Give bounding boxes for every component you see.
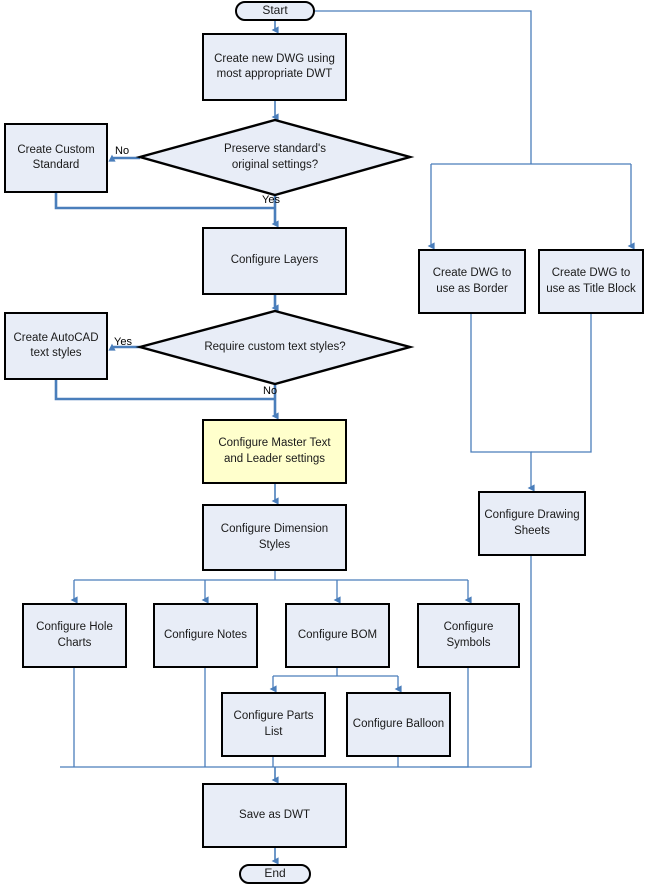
node-configure-master-text[interactable]: Configure Master Text and Leader setting…	[202, 419, 347, 484]
node-start[interactable]: Start	[235, 1, 315, 21]
node-configure-symbols[interactable]: Configure Symbols	[417, 603, 520, 668]
node-decision-custom-text-styles[interactable]: Require custom text styles?	[140, 311, 410, 384]
edge-label-no-text-styles: No	[263, 385, 278, 397]
node-configure-balloon-label: Configure Balloon	[352, 717, 445, 730]
node-configure-balloon[interactable]: Configure Balloon	[346, 692, 451, 757]
node-save-as-dwt-label: Save as DWT	[239, 808, 310, 821]
node-configure-notes-label: Configure Notes	[163, 628, 248, 641]
node-create-dwg-title-block-label: Create DWG to use as Title Block	[546, 267, 636, 295]
node-configure-layers[interactable]: Configure Layers	[202, 227, 347, 295]
node-configure-layers-label: Configure Layers	[230, 254, 319, 267]
node-configure-drawing-sheets-label: Configure Drawing Sheets	[484, 509, 580, 537]
node-decision-preserve-standard-label: Preserve standard's original settings?	[224, 143, 326, 171]
node-configure-parts-list[interactable]: Configure Parts List	[221, 692, 326, 757]
decision-preserve-standard-shape	[135, 118, 415, 197]
node-configure-master-text-label: Configure Master Text and Leader setting…	[218, 437, 331, 465]
node-create-new-dwg[interactable]: Create new DWG using most appropriate DW…	[202, 33, 347, 101]
node-start-label: Start	[262, 3, 288, 18]
edge-border-to-sheets	[470, 314, 535, 492]
node-decision-custom-text-styles-label: Require custom text styles?	[204, 340, 346, 353]
node-configure-hole-charts-label: Configure Hole Charts	[36, 621, 113, 649]
decision-shapes	[135, 118, 415, 386]
edge-label-yes-text-styles: Yes	[114, 336, 132, 348]
node-create-custom-standard-label: Create Custom Standard	[17, 143, 95, 171]
decision-custom-text-styles-shape	[135, 309, 415, 386]
node-configure-symbols-label: Configure Symbols	[443, 621, 494, 649]
node-configure-bom-label: Configure BOM	[297, 628, 378, 641]
edge-start-right-trunk	[275, 10, 532, 164]
node-save-as-dwt[interactable]: Save as DWT	[202, 783, 347, 848]
node-configure-notes[interactable]: Configure Notes	[153, 603, 258, 668]
node-configure-parts-list-label: Configure Parts List	[233, 710, 314, 738]
edge-customstd-join	[54, 193, 275, 210]
node-create-custom-standard[interactable]: Create Custom Standard	[4, 123, 108, 193]
node-create-dwg-title-block[interactable]: Create DWG to use as Title Block	[538, 249, 644, 314]
edge-dimstyles-fanout-bus	[74, 571, 468, 581]
node-configure-bom[interactable]: Configure BOM	[285, 603, 390, 668]
node-configure-dimension-styles[interactable]: Configure Dimension Styles	[202, 504, 347, 571]
node-configure-hole-charts[interactable]: Configure Hole Charts	[22, 603, 127, 668]
edge-label-yes-preserve: Yes	[262, 194, 280, 206]
node-end-label: End	[264, 866, 286, 881]
node-create-autocad-text-styles[interactable]: Create AutoCAD text styles	[4, 312, 108, 380]
node-create-new-dwg-label: Create new DWG using most appropriate DW…	[214, 52, 335, 80]
node-create-dwg-border-label: Create DWG to use as Border	[432, 267, 512, 295]
edge-bom-fanout-bus	[273, 668, 398, 677]
edge-acadtext-join	[54, 380, 275, 401]
edge-title-to-sheets	[531, 314, 592, 453]
node-end[interactable]: End	[239, 864, 311, 884]
node-create-autocad-text-styles-label: Create AutoCAD text styles	[13, 331, 99, 359]
node-decision-preserve-standard[interactable]: Preserve standard's original settings?	[140, 120, 410, 195]
node-configure-dimension-styles-label: Configure Dimension Styles	[220, 523, 329, 551]
node-create-dwg-border[interactable]: Create DWG to use as Border	[418, 249, 526, 314]
edge-label-no-preserve: No	[115, 145, 130, 157]
node-configure-drawing-sheets[interactable]: Configure Drawing Sheets	[478, 491, 586, 556]
edge-sheets-down	[430, 556, 532, 768]
